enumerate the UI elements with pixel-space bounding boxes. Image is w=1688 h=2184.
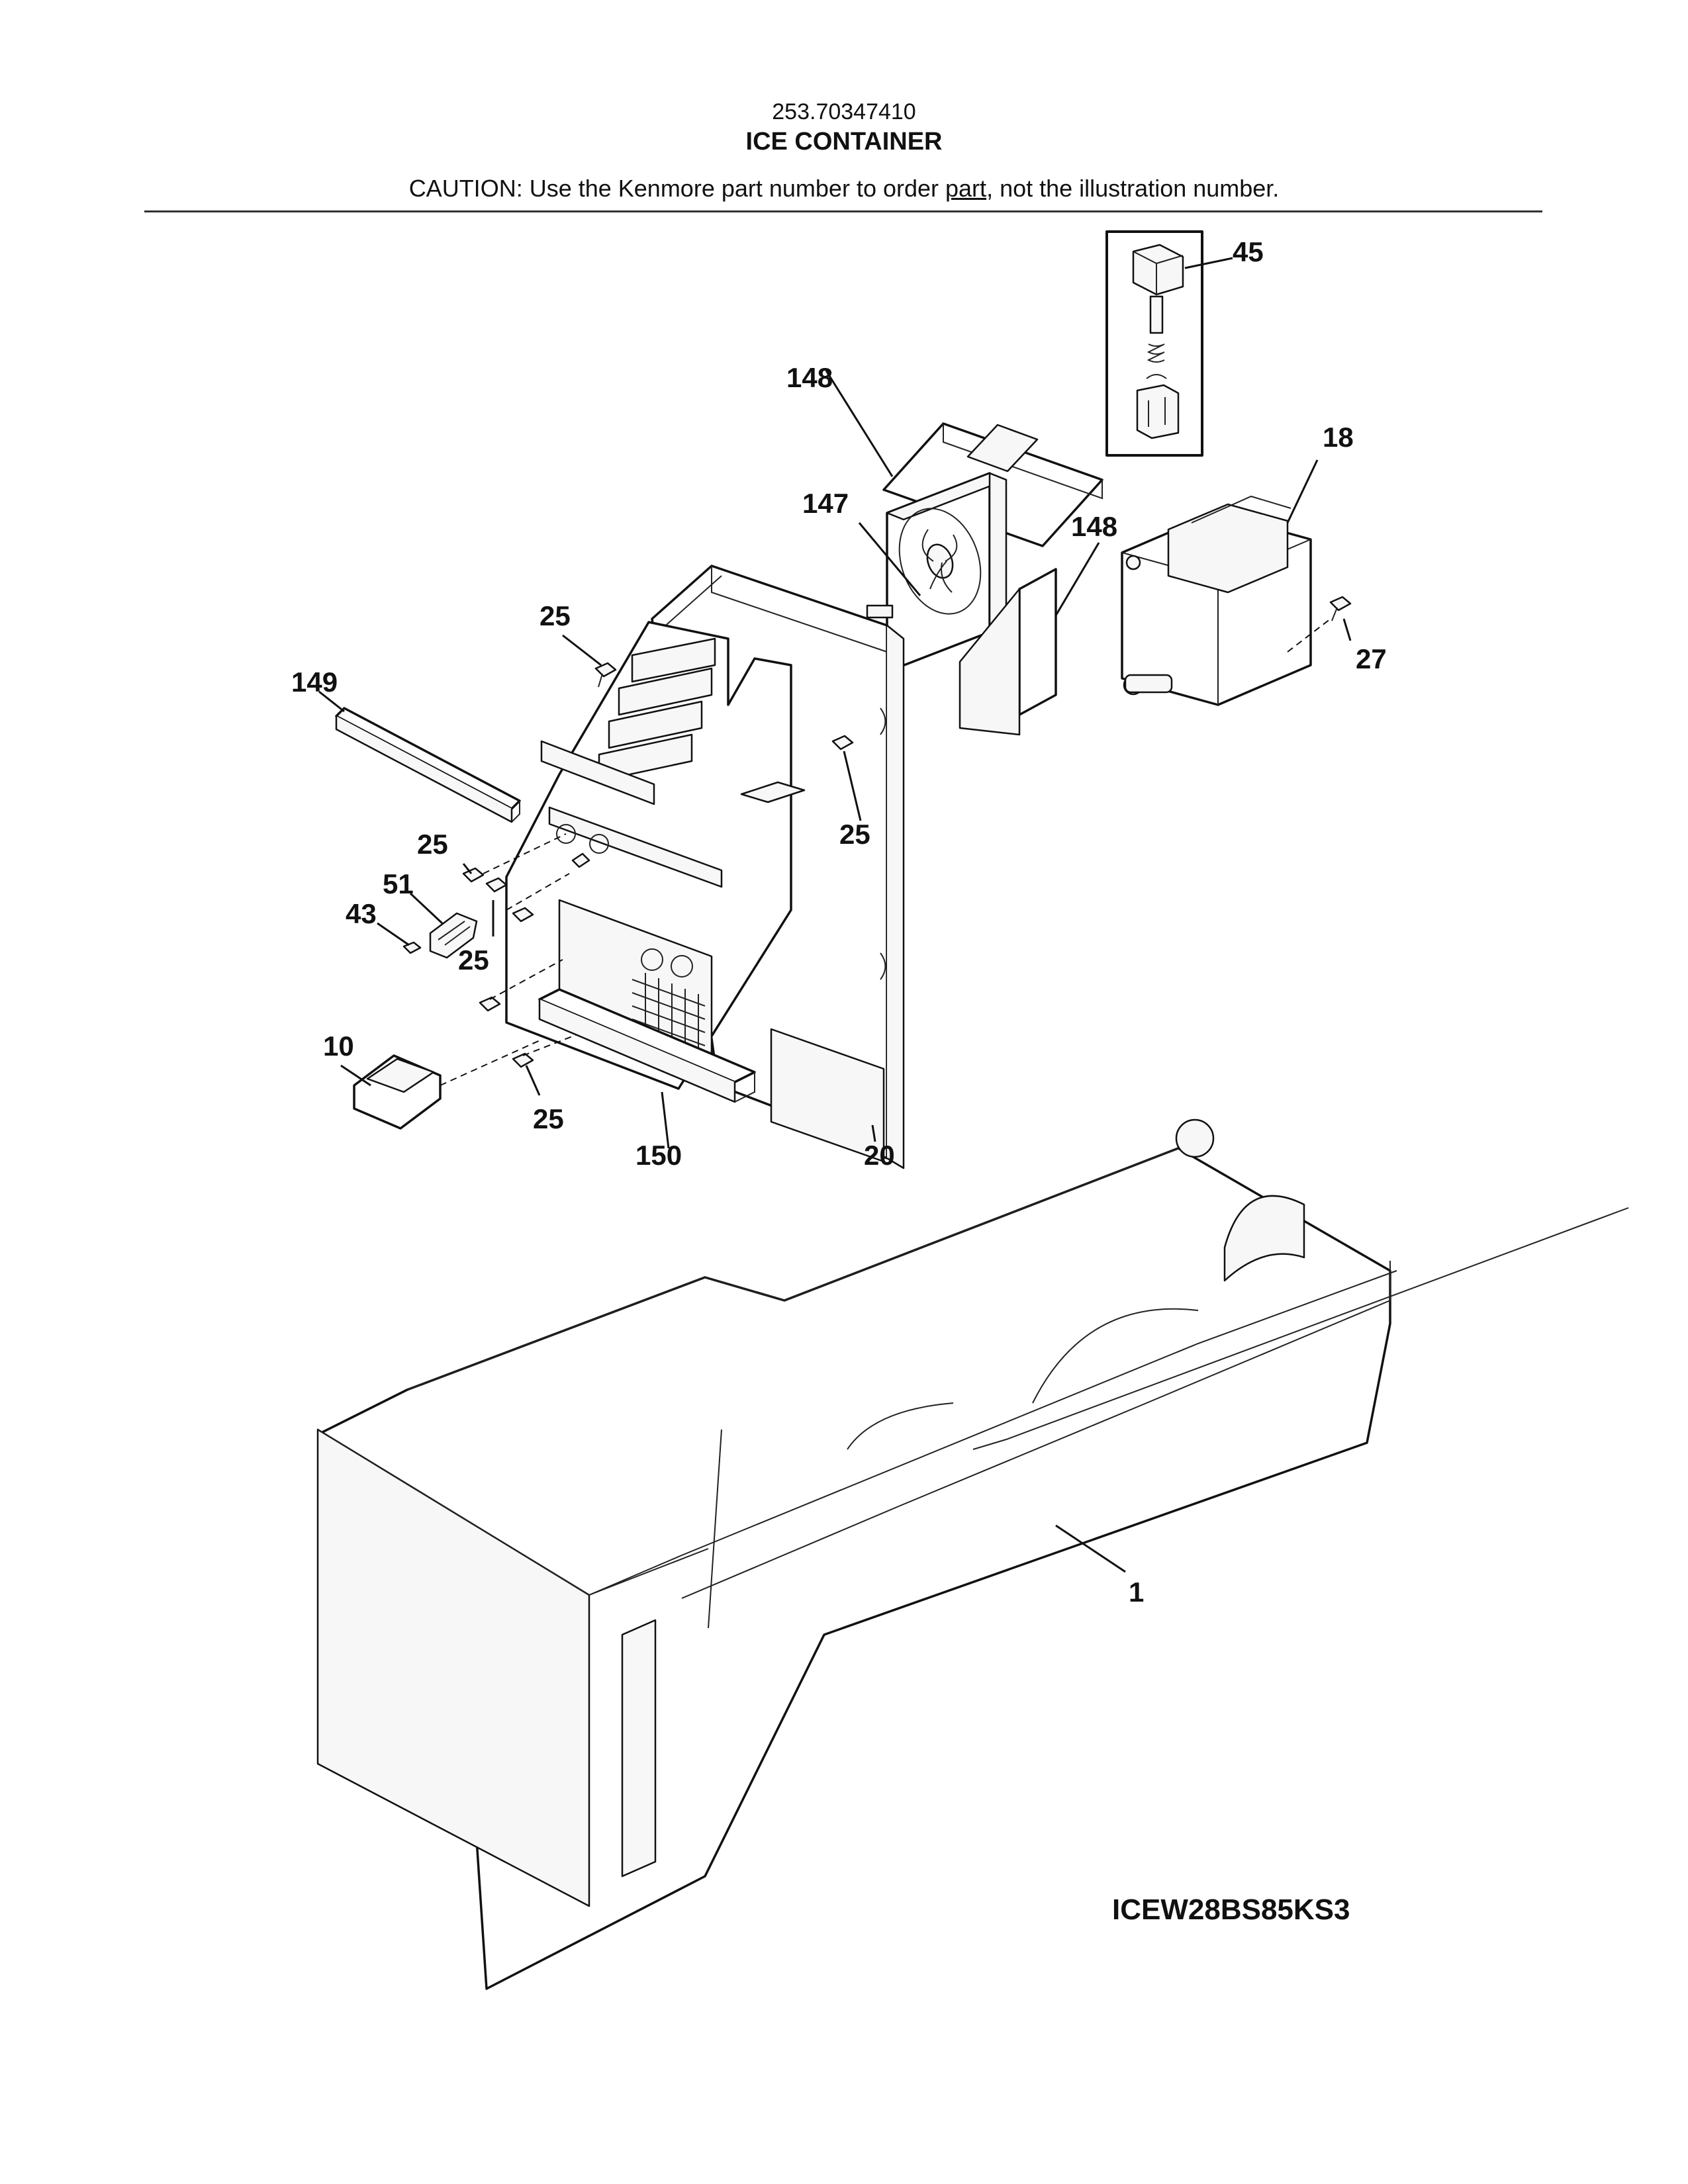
callout-25-upper: 25: [539, 600, 571, 631]
callout-43: 43: [346, 898, 377, 929]
callout-25-bottom: 25: [533, 1103, 564, 1134]
callout-25-left-mid: 25: [458, 944, 489, 976]
callout-18: 18: [1323, 422, 1354, 453]
dashed-10: [440, 1038, 543, 1086]
page-title: ICE CONTAINER: [745, 128, 943, 156]
caution-underlined-word: part: [945, 175, 987, 202]
callout-20: 20: [864, 1140, 895, 1171]
leader-45: [1184, 257, 1233, 269]
diagram-code: ICEW28BS85KS3: [1112, 1893, 1350, 1926]
callout-25-right: 25: [839, 819, 870, 850]
part-147-fan: [866, 472, 1008, 673]
leader-25b: [843, 751, 862, 821]
callout-51: 51: [383, 868, 414, 899]
part-51-actuator: [429, 912, 478, 959]
callout-148-top: 148: [786, 362, 833, 393]
leader-20: [871, 1124, 876, 1142]
dashed-27: [1287, 618, 1331, 653]
dashed-25-b: [506, 873, 570, 911]
part-27-screw: [1329, 596, 1352, 621]
callout-27: 27: [1356, 643, 1387, 674]
callout-45: 45: [1233, 236, 1264, 267]
leader-43: [377, 922, 410, 946]
leader-51: [409, 892, 444, 925]
part-18-auger-motor: [1121, 495, 1312, 706]
header-divider: [144, 210, 1542, 212]
caution-note: CAUTION: Use the Kenmore part number to …: [0, 175, 1688, 203]
part-150-foam-strip: [538, 988, 756, 1103]
leader-10: [340, 1064, 371, 1087]
callout-148-side: 148: [1071, 511, 1117, 542]
callout-10: 10: [323, 1030, 354, 1062]
model-number: 253.70347410: [772, 99, 916, 124]
part-1-ice-bin: [316, 1118, 1629, 1990]
leader-1: [1055, 1524, 1126, 1573]
callout-149: 149: [291, 666, 338, 698]
leader-27: [1342, 618, 1352, 641]
leader-149: [318, 690, 345, 713]
leader-25e: [525, 1065, 541, 1096]
leader-148b: [1055, 542, 1100, 616]
callout-25-left-top: 25: [417, 829, 448, 860]
callout-1: 1: [1129, 1576, 1144, 1608]
leader-147: [858, 522, 921, 596]
part-25-screw-left: [462, 867, 534, 1068]
dashed-25-c: [489, 959, 563, 1000]
leader-150: [661, 1091, 670, 1149]
part-10-bracket: [353, 1054, 442, 1130]
ice-chute-body: [505, 621, 806, 1090]
part-25-screw-right: [831, 735, 854, 751]
callout-150: 150: [635, 1140, 682, 1171]
part-149-foam-strip: [335, 707, 521, 823]
part-25-screw-upper: [594, 662, 617, 688]
dashed-25-a: [483, 833, 567, 874]
leader-25a: [562, 634, 602, 666]
caution-prefix: CAUTION: Use the Kenmore part number to …: [408, 175, 946, 202]
leader-25c: [462, 863, 473, 874]
leader-18: [1286, 459, 1319, 523]
part-148-fan-shroud-side: [959, 568, 1057, 736]
caution-suffix: , not the illustration number.: [986, 175, 1280, 202]
part-45-switch-assembly: [1105, 230, 1203, 457]
leader-148a: [825, 370, 894, 477]
callout-147: 147: [802, 488, 849, 519]
